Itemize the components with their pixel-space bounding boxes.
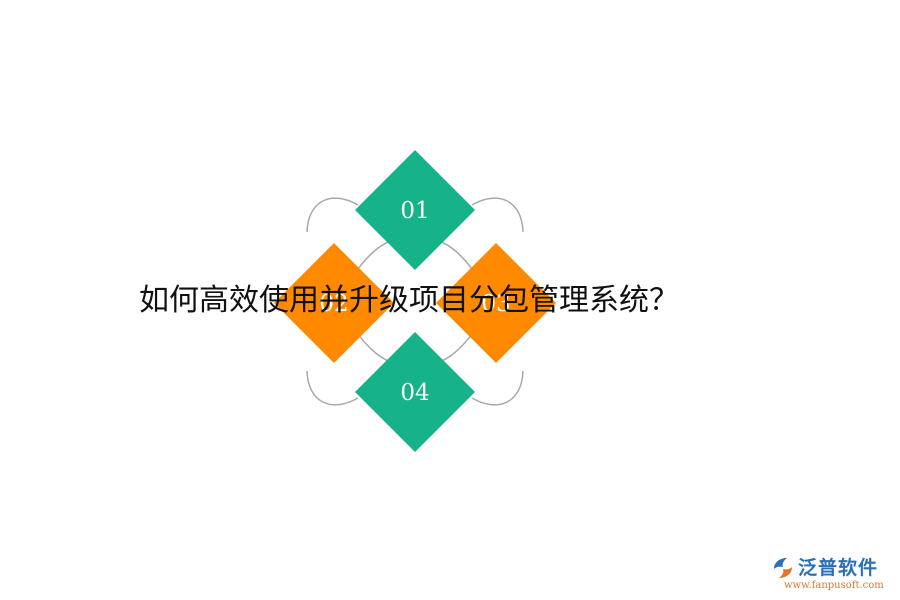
diagram-node-02: 02 [274,243,394,363]
diamond-shape [436,243,556,363]
logo-name: 泛普软件 [798,557,879,579]
diagram-node-03: 03 [436,243,556,363]
diagram-node-01: 01 [355,150,475,270]
diamond-shape [274,243,394,363]
page-title-text: 如何高效使用并升级项目分包管理系统？ [139,283,679,318]
brand-logo: 泛普软件 www.fanpusoft.com [770,552,892,596]
diagram-node-label: 01 [400,198,429,224]
page-title: 如何高效使用并升级项目分包管理系统？ [0,281,900,321]
diagram-node-label: 03 [481,291,510,317]
diamond-shape [355,332,475,452]
ring-arc-top [306,197,524,233]
logo-icon [774,558,792,578]
diamond-shape [355,150,475,270]
diagram-node-label: 04 [400,380,429,406]
diagram-node-label: 02 [319,291,348,317]
diagram-node-04: 04 [355,332,475,452]
ring-arc-bottom [306,370,524,406]
logo-url: www.fanpusoft.com [784,580,884,591]
